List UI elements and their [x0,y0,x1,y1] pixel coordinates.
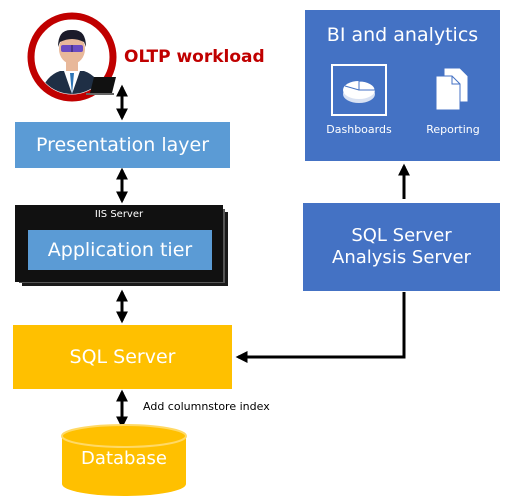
columnstore-note: Add columnstore index [143,400,270,413]
reporting-icon [435,67,469,111]
application-tier-box: Application tier [28,230,212,270]
arrow-sql-ssas [235,292,406,363]
analysis-server-label-line1: SQL Server [351,225,452,246]
reporting-label: Reporting [426,123,480,136]
user-avatar-icon [27,12,117,102]
sql-server-box: SQL Server [13,325,232,389]
bi-analytics-title: BI and analytics [326,24,479,46]
analysis-server-box: SQL Server Analysis Server [303,203,500,291]
presentation-layer-box: Presentation layer [15,122,230,168]
dashboards-label: Dashboards [326,123,392,136]
dashboards-frame [331,64,387,116]
oltp-workload-label: OLTP workload [124,47,265,67]
analysis-server-label-line2: Analysis Server [332,247,471,268]
database-icon [61,424,187,496]
database-label: Database [81,448,167,469]
iis-server-label: IIS Server [94,209,144,220]
dashboard-icon [343,80,376,103]
